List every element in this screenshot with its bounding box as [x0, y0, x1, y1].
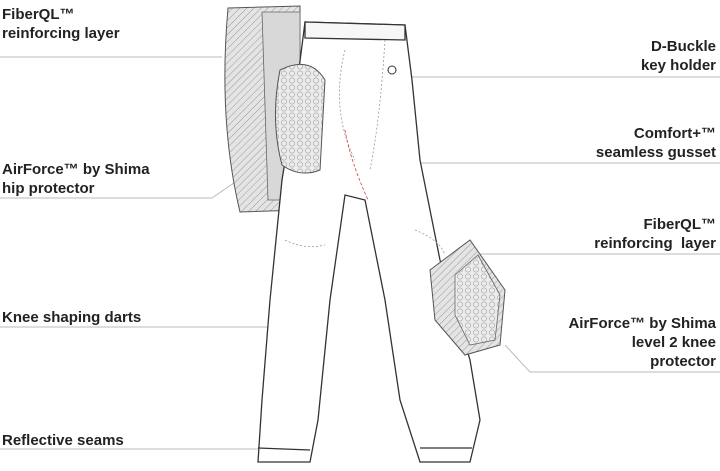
callout-text: AirForce™ by Shima — [2, 161, 150, 178]
callout-text: protector — [650, 353, 716, 370]
callout-fiberql-hip: FiberQL™ reinforcing layer — [2, 5, 120, 43]
callout-text: AirForce™ by Shima — [568, 315, 716, 332]
callout-text: level 2 knee — [631, 334, 716, 351]
callout-reflective-seams: Reflective seams — [2, 431, 124, 450]
callout-text: reinforcing layer — [2, 25, 120, 42]
callout-text: D-Buckle — [650, 38, 716, 55]
callout-gusset: Comfort+™ seamless gusset — [596, 124, 716, 162]
callout-text: seamless gusset — [595, 144, 716, 161]
callout-text: Comfort+™ — [633, 125, 716, 142]
callout-airforce-hip: AirForce™ by Shima hip protector — [2, 160, 150, 198]
hip-protector — [275, 63, 326, 174]
callout-text: FiberQL™ — [643, 216, 716, 233]
callout-fiberql-knee: FiberQL™ reinforcing layer — [594, 215, 716, 253]
callout-text: reinforcing layer — [594, 235, 716, 252]
callout-dbuckle: D-Buckle key holder — [641, 37, 716, 75]
callout-text: Reflective seams — [2, 432, 124, 449]
callout-text: Knee shaping darts — [2, 309, 142, 326]
callout-text: hip protector — [2, 180, 95, 197]
callout-airforce-knee: AirForce™ by Shima level 2 knee protecto… — [568, 314, 716, 371]
callout-text: FiberQL™ — [2, 6, 75, 23]
callout-text: key holder — [640, 57, 716, 74]
callout-knee-darts: Knee shaping darts — [2, 308, 141, 327]
